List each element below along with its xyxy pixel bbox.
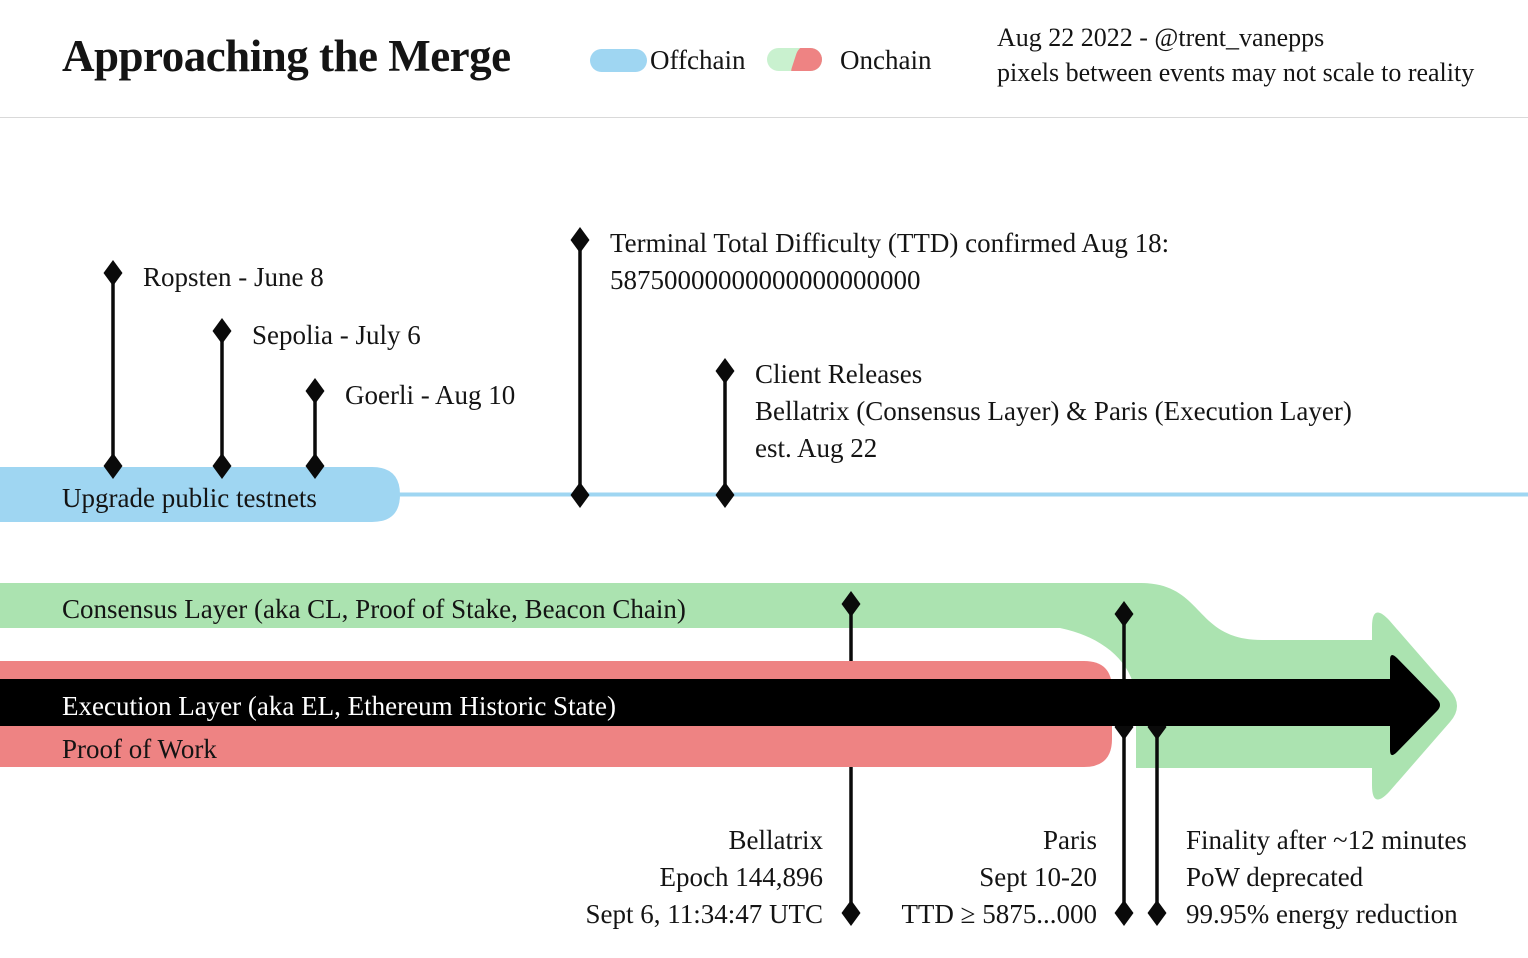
goerli-label: Goerli - Aug 10	[345, 380, 516, 410]
diamond-marker-icon	[570, 227, 590, 253]
finality-line1: Finality after ~12 minutes	[1186, 825, 1467, 855]
diamond-marker-icon	[212, 318, 232, 344]
finality-line2: PoW deprecated	[1186, 862, 1364, 892]
bellatrix-line2: Epoch 144,896	[659, 862, 823, 892]
execution-bar	[0, 679, 1390, 726]
ttd-label-line1: Terminal Total Difficulty (TTD) confirme…	[610, 228, 1170, 258]
client-releases-line1: Client Releases	[755, 359, 923, 389]
client-releases-label: Client Releases Bellatrix (Consensus Lay…	[755, 356, 1352, 467]
diamond-marker-icon	[715, 482, 735, 508]
ttd-label: Terminal Total Difficulty (TTD) confirme…	[610, 225, 1169, 299]
onchain-red-half	[788, 48, 822, 71]
pow-bar-label: Proof of Work	[62, 734, 217, 764]
offchain-bar-label: Upgrade public testnets	[62, 483, 317, 513]
ropsten-label: Ropsten - June 8	[143, 262, 324, 292]
paris-line1: Paris	[1043, 825, 1097, 855]
consensus-bar-label: Consensus Layer (aka CL, Proof of Stake,…	[62, 594, 686, 624]
offchain-bar	[0, 467, 400, 522]
consensus-bar	[0, 583, 1372, 768]
paris-label: Paris Sept 10-20 TTD ≥ 5875...000	[800, 822, 1097, 933]
client-releases-line3: est. Aug 22	[755, 433, 878, 463]
diamond-marker-icon	[305, 378, 325, 404]
credit-line-1: Aug 22 2022 - @trent_vanepps	[997, 23, 1325, 52]
diamond-marker-icon	[570, 482, 590, 508]
offchain-rail-line	[398, 492, 1528, 497]
credits: Aug 22 2022 - @trent_vanepps pixels betw…	[997, 20, 1474, 90]
offchain-legend-label: Offchain	[650, 45, 746, 75]
paris-line3: TTD ≥ 5875...000	[901, 899, 1097, 929]
diamond-marker-icon	[715, 358, 735, 384]
finality-line3: 99.95% energy reduction	[1186, 899, 1458, 929]
execution-bar-label: Execution Layer (aka EL, Ethereum Histor…	[62, 691, 617, 721]
sepolia-label: Sepolia - July 6	[252, 320, 421, 350]
page-title: Approaching the Merge	[62, 31, 511, 81]
header: Approaching the Merge Offchain Onchain A…	[0, 0, 1528, 118]
diamond-marker-icon	[1147, 900, 1167, 926]
paris-line2: Sept 10-20	[979, 862, 1097, 892]
bellatrix-label: Bellatrix Epoch 144,896 Sept 6, 11:34:47…	[460, 822, 823, 933]
offchain-legend-swatch	[590, 49, 647, 72]
bellatrix-line3: Sept 6, 11:34:47 UTC	[585, 899, 823, 929]
credit-line-2: pixels between events may not scale to r…	[997, 58, 1475, 87]
finality-label: Finality after ~12 minutes PoW deprecate…	[1186, 822, 1467, 933]
onchain-legend-swatch	[767, 48, 822, 71]
diamond-marker-icon	[1114, 900, 1134, 926]
bellatrix-line1: Bellatrix	[728, 825, 823, 855]
client-releases-line2: Bellatrix (Consensus Layer) & Paris (Exe…	[755, 396, 1352, 426]
diamond-marker-icon	[103, 260, 123, 286]
execution-arrowhead	[1390, 654, 1440, 756]
ttd-label-line2: 58750000000000000000000	[610, 265, 921, 295]
onchain-legend-label: Onchain	[840, 45, 932, 75]
